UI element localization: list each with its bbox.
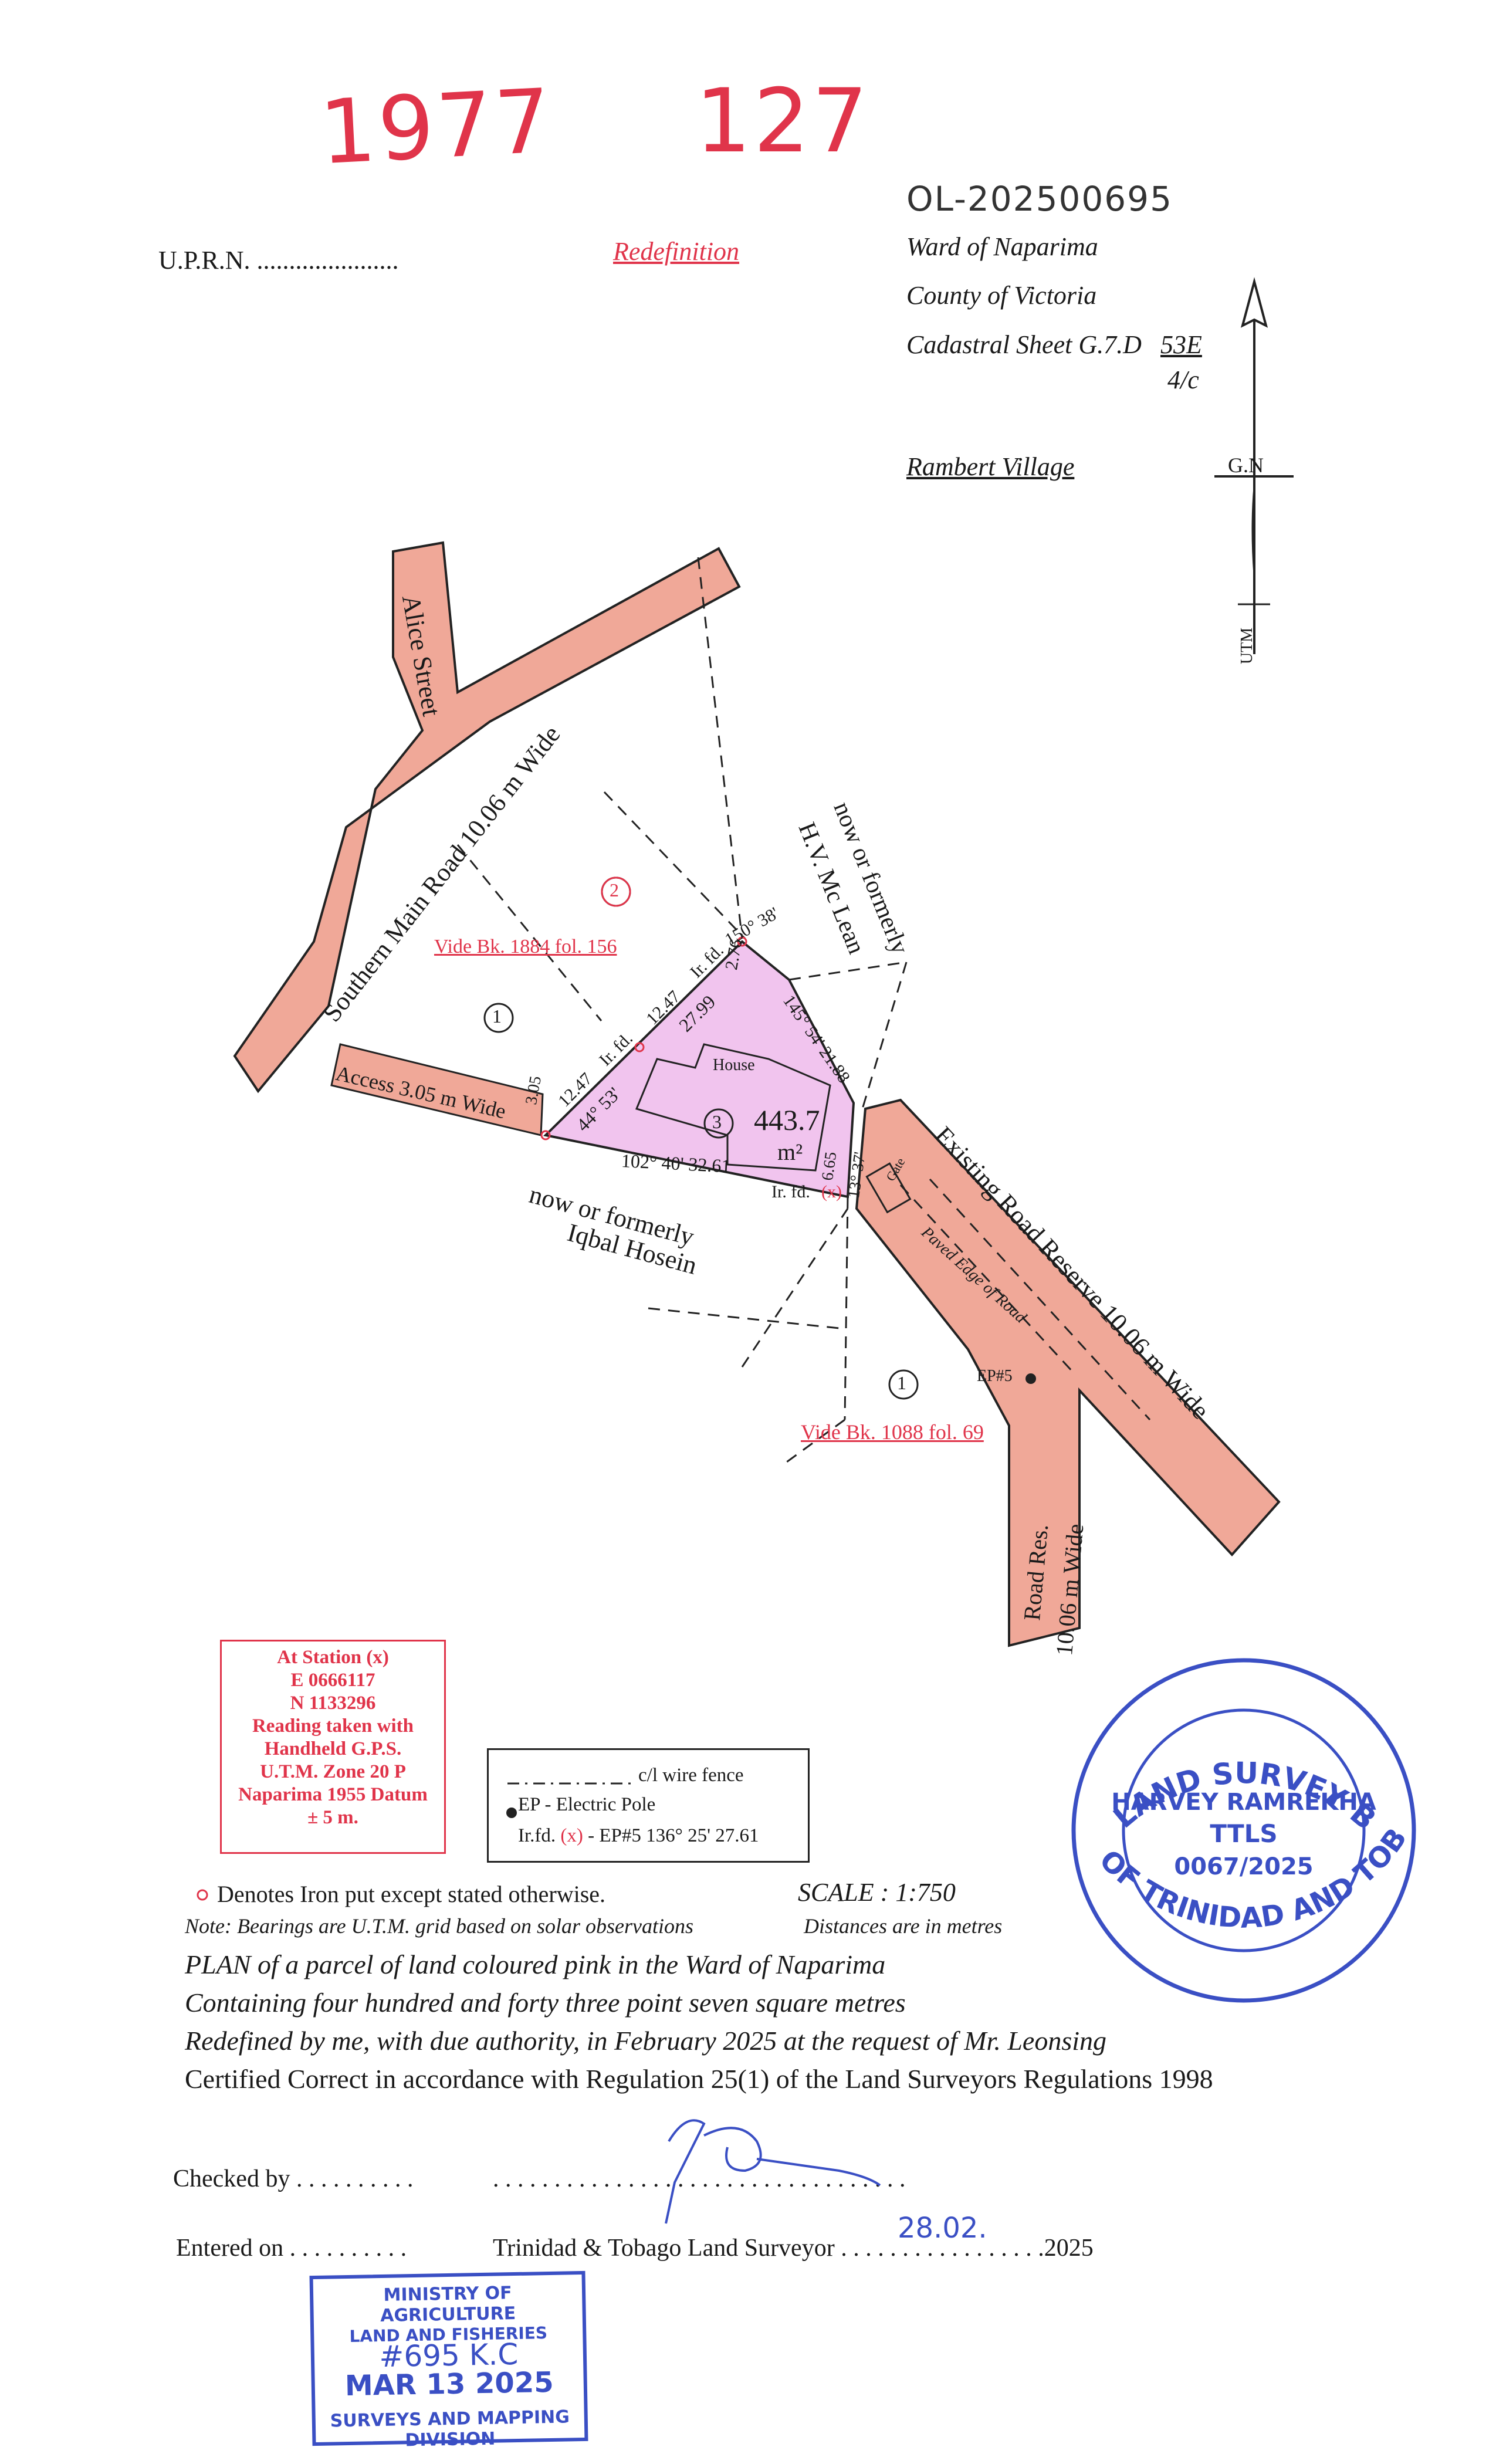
- station-line: At Station (x): [277, 1647, 389, 1668]
- iron-note: Denotes Iron put except stated otherwise…: [217, 1881, 606, 1907]
- seal-name: HARVEY RAMREKHA: [1111, 1789, 1376, 1816]
- legend-ep: EP - Electric Pole: [518, 1794, 656, 1815]
- handwritten-date: 28.02.: [898, 2212, 987, 2245]
- irfd-3: Ir. fd.: [771, 1182, 810, 1201]
- legend-irfd-bearing: - EP#5 136° 25' 27.61: [588, 1825, 759, 1846]
- station-line: Naparima 1955 Datum: [238, 1784, 428, 1805]
- bearings-note: Note: Bearings are U.T.M. grid based on …: [185, 1914, 693, 1938]
- scale-label: SCALE : 1:750: [798, 1878, 956, 1907]
- uprn-label: U.P.R.N. ......................: [158, 246, 399, 275]
- village-label: Rambert Village: [906, 452, 1075, 481]
- ministry-stamp: MINISTRY OF AGRICULTURE LAND AND FISHERI…: [309, 2270, 588, 2451]
- redefinition-label: Redefinition: [613, 237, 740, 266]
- parcel-1b-number: 1: [897, 1372, 906, 1393]
- electric-pole-icon: [1025, 1373, 1036, 1384]
- ep5-label: EP#5: [977, 1367, 1013, 1385]
- surveyor-line: Trinidad & Tobago Land Surveyor . . . . …: [493, 2235, 1094, 2262]
- ministry-stamp-line: MINISTRY OF AGRICULTURE: [380, 2283, 516, 2327]
- area-value: 443.7: [754, 1104, 820, 1136]
- plan-line-4: Certified Correct in accordance with Reg…: [185, 2064, 1213, 2094]
- plan-line-1: PLAN of a parcel of land coloured pink i…: [185, 1949, 886, 1979]
- station-line: Reading taken with: [252, 1715, 414, 1737]
- station-line: E 0666117: [290, 1670, 375, 1691]
- vide-1088-label: Vide Bk. 1088 fol. 69: [801, 1420, 984, 1444]
- ministry-stamp-date: MAR 13 2025: [344, 2365, 554, 2403]
- station-line: ± 5 m.: [307, 1807, 358, 1828]
- parcel-2-number: 2: [610, 879, 619, 901]
- cadastral-sub: 4/c: [1167, 365, 1199, 394]
- legend-irfd-label: Ir.fd.: [518, 1825, 556, 1846]
- plan-line-3: Redefined by me, with due authority, in …: [185, 2026, 1107, 2056]
- plan-line-2: Containing four hundred and forty three …: [185, 1988, 906, 2018]
- legend-box: c/l wire fence EP - Electric Pole Ir.fd.…: [487, 1748, 810, 1863]
- vide-1884-label: Vide Bk. 1884 fol. 156: [434, 936, 617, 957]
- legend-ep-icon: [506, 1808, 517, 1818]
- cadastral-label: Cadastral Sheet G.7.D: [906, 330, 1142, 359]
- legend-irfd: Ir.fd. (x) - EP#5 136° 25' 27.61: [518, 1825, 759, 1847]
- reference-number: OL-202500695: [906, 179, 1173, 219]
- legend-irfd-x: (x): [560, 1825, 583, 1846]
- county-label: County of Victoria: [906, 281, 1097, 310]
- seal-ttls: TTLS: [1210, 1819, 1277, 1848]
- station-box: At Station (x) E 0666117 N 1133296 Readi…: [220, 1640, 446, 1854]
- checked-by: Checked by . . . . . . . . . .: [173, 2165, 414, 2192]
- grid-north-label: G.N: [1228, 453, 1264, 477]
- entered-on: Entered on . . . . . . . . . .: [176, 2235, 407, 2262]
- handwritten-127: 127: [695, 70, 871, 172]
- existing-road-reserve-shape: [855, 1098, 1281, 1647]
- area-unit: m²: [777, 1139, 803, 1165]
- station-line: U.T.M. Zone 20 P: [260, 1761, 406, 1782]
- seal-number: 0067/2025: [1174, 1853, 1313, 1880]
- cadastral-number: 53E: [1160, 330, 1202, 359]
- house-outline: [635, 1043, 831, 1172]
- parcel-3-number: 3: [712, 1111, 722, 1132]
- station-line: N 1133296: [290, 1693, 376, 1714]
- ward-label: Ward of Naparima: [906, 232, 1098, 261]
- parcel-1a-number: 1: [492, 1006, 502, 1027]
- x-mark: (x): [821, 1182, 842, 1201]
- southern-main-road-shape: [233, 541, 741, 1094]
- house-label: House: [713, 1056, 755, 1074]
- legend-fence: c/l wire fence: [638, 1765, 744, 1786]
- station-line: Handheld G.P.S.: [264, 1738, 402, 1759]
- parcel-3-shape: [543, 940, 855, 1199]
- distances-note: Distances are in metres: [804, 1914, 1003, 1938]
